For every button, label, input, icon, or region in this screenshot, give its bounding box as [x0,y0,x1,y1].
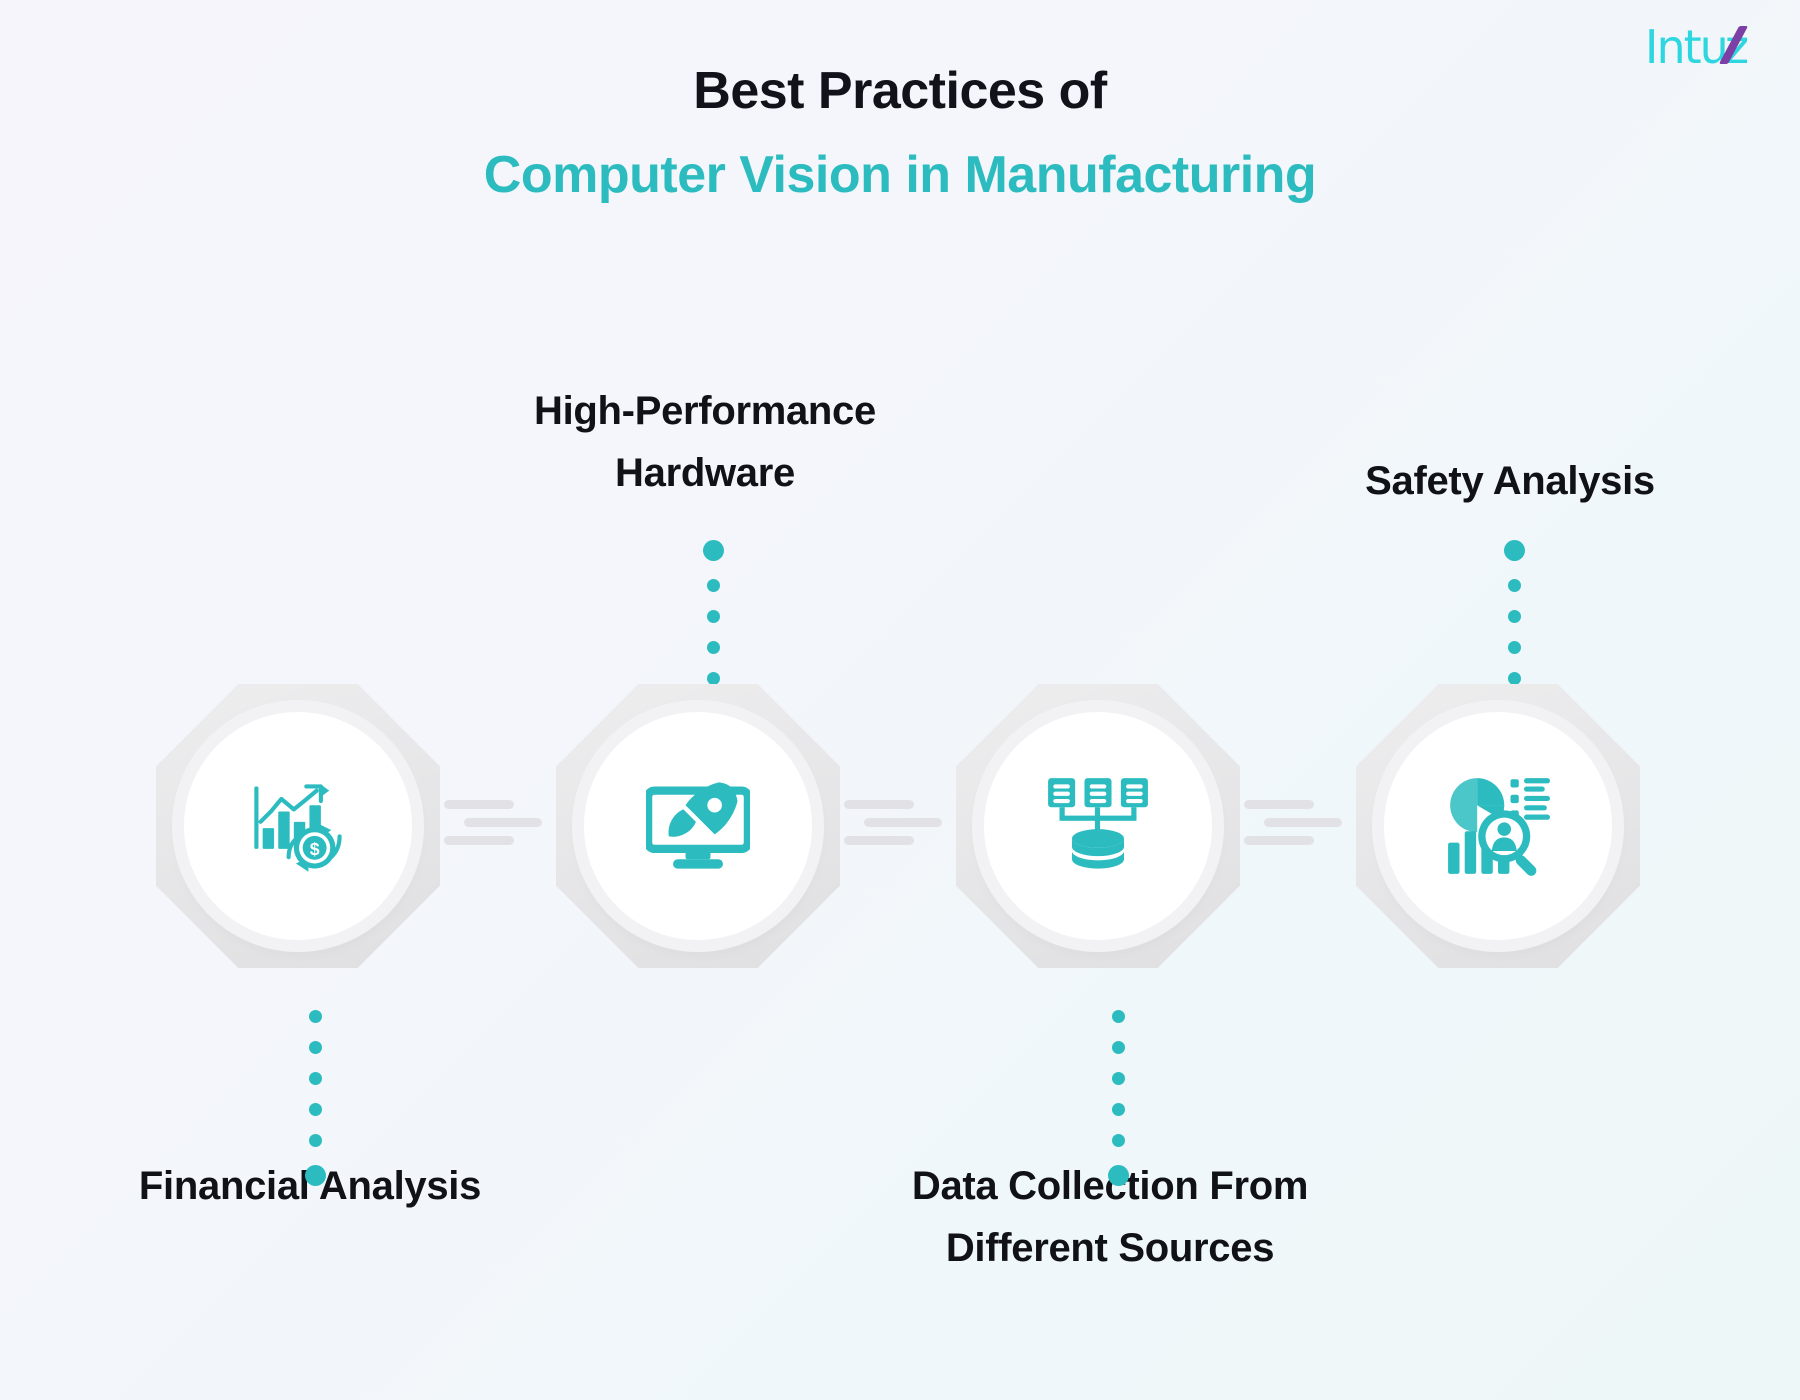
bar-chart-dollar-icon: $ [244,772,352,880]
node-disc [984,712,1212,940]
leader-dot [1112,1041,1125,1054]
flow-node-high-performance-hardware[interactable] [548,676,848,976]
connector-dash [1264,818,1342,827]
leader-dot [707,579,720,592]
page-title: Best Practices of Computer Vision in Man… [0,62,1800,206]
leader-dot [1508,579,1521,592]
leader-dot [309,1072,322,1085]
connector-dash [1244,836,1314,845]
node-label-safety-analysis: Safety Analysis [1365,459,1655,503]
title-line-primary: Best Practices of [693,62,1107,120]
node-disc [1384,712,1612,940]
leader-dot [309,1134,322,1147]
node-disc [584,712,812,940]
connector-dash [444,800,514,809]
connector-dash [464,818,542,827]
leader-dot [1508,641,1521,654]
flow-connector [444,798,552,856]
flow-node-data-collection[interactable] [948,676,1248,976]
connector-dash [864,818,942,827]
title-line-secondary: Computer Vision in Manufacturing [483,145,1317,204]
logo-wordmark: Intu [1644,20,1729,74]
leader-dot [1508,610,1521,623]
label-line-2: Hardware [615,451,795,495]
leader-dot [309,1010,322,1023]
leader-dot [1112,1103,1125,1116]
node-label-high-performance-hardware: High-Performance Hardware [415,380,995,504]
flow-connector [1244,798,1352,856]
leader-dot [1504,540,1525,561]
analytics-person-search-icon [1444,772,1552,880]
leader-dot [707,610,720,623]
svg-text:$: $ [310,839,320,859]
leader-line-financial-analysis [305,1010,326,1204]
servers-database-icon [1044,772,1152,880]
connector-dash [444,836,514,845]
node-disc: $ [184,712,412,940]
flow-node-financial-analysis[interactable]: $ [148,676,448,976]
connector-dash [1244,800,1314,809]
leader-dot [1112,1134,1125,1147]
leader-dot [305,1165,326,1186]
monitor-rocket-icon [644,772,752,880]
flow-connector [844,798,952,856]
leader-dot [1508,672,1521,685]
process-flow: $ [148,676,1668,976]
leader-dot [309,1103,322,1116]
connector-dash [844,800,914,809]
logo-z-letter: z [1718,24,1749,70]
leader-line-data-collection [1108,1010,1129,1204]
label-line-1: High-Performance [534,389,876,433]
connector-dash [844,836,914,845]
brand-logo[interactable]: Intu z [1644,20,1749,74]
leader-dot [1108,1165,1129,1186]
leader-dot [707,672,720,685]
leader-dot [703,540,724,561]
leader-dot [1112,1072,1125,1085]
leader-dot [1112,1010,1125,1023]
label-line-2: Different Sources [945,1226,1275,1270]
flow-node-safety-analysis[interactable] [1348,676,1648,976]
leader-dot [309,1041,322,1054]
leader-dot [707,641,720,654]
